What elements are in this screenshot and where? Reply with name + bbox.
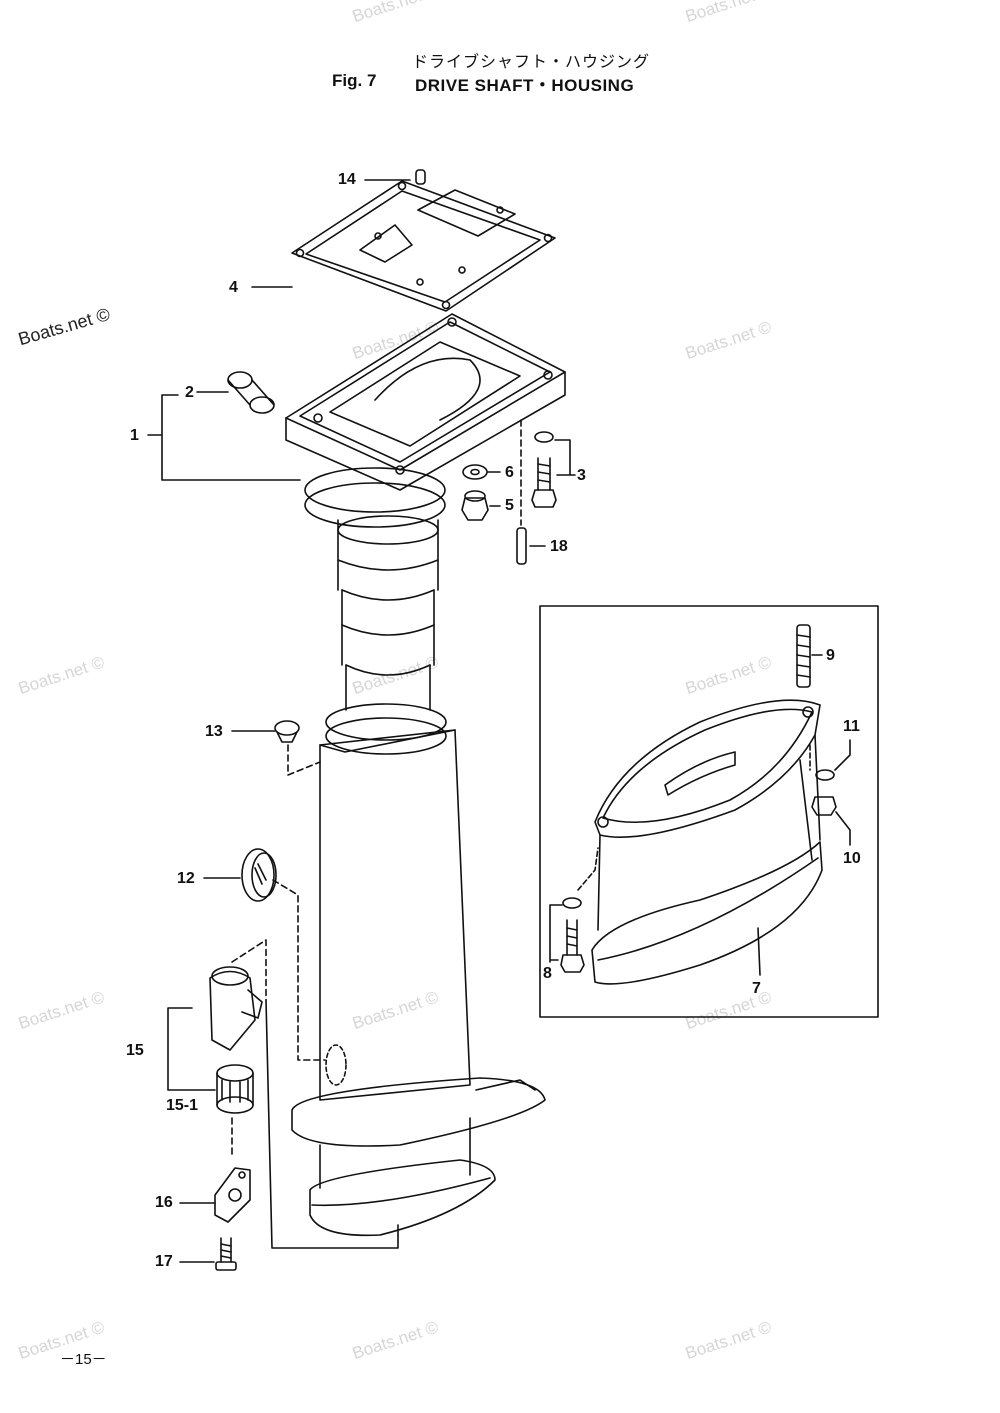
part-11-washer-drawing xyxy=(815,769,835,781)
callout-8: 8 xyxy=(543,965,552,982)
leader-10 xyxy=(835,811,851,846)
part-12-grommet-drawing xyxy=(241,848,277,902)
part-10-nut-drawing xyxy=(811,796,837,816)
callout-4: 4 xyxy=(229,279,238,296)
part-17-screw-drawing xyxy=(215,1237,237,1271)
inset-frame xyxy=(539,605,879,1018)
callout-14: 14 xyxy=(338,171,356,188)
part-6-washer-drawing xyxy=(462,464,488,480)
leader-3 xyxy=(554,439,576,476)
callout-13: 13 xyxy=(205,723,223,740)
figure-title-english: DRIVE SHAFT・HOUSING xyxy=(415,76,635,95)
page-number: －15－ xyxy=(60,1351,107,1368)
part-15-1-bushing-drawing xyxy=(216,1064,254,1114)
part-9-stud-drawing xyxy=(796,624,811,688)
callout-1: 1 xyxy=(130,427,139,444)
callout-15-1: 15-1 xyxy=(166,1097,199,1114)
part-2-collar-drawing xyxy=(227,371,275,414)
leader-8 xyxy=(549,904,563,963)
part-1-housing-drawing xyxy=(285,313,566,1237)
callout-17: 17 xyxy=(155,1253,173,1270)
part-13-grommet-drawing xyxy=(274,720,300,743)
callout-12: 12 xyxy=(177,870,195,887)
part-14-pin-drawing xyxy=(415,169,426,185)
callout-11: 11 xyxy=(843,718,860,735)
part-7-guide-plate-drawing xyxy=(591,699,823,985)
part-4-gasket-drawing xyxy=(291,180,556,312)
figure-number: Fig. 7 xyxy=(332,71,377,90)
callout-15: 15 xyxy=(126,1042,144,1059)
callout-9: 9 xyxy=(826,647,835,664)
callout-10: 10 xyxy=(843,850,861,867)
part-8-bolt-drawing xyxy=(560,897,585,973)
leader-11 xyxy=(834,739,851,771)
part-5-nut-drawing xyxy=(461,490,489,521)
part-16-clip-drawing xyxy=(214,1167,251,1223)
leader-1 xyxy=(147,394,301,481)
callout-16: 16 xyxy=(155,1194,173,1211)
callout-18: 18 xyxy=(550,538,568,555)
part-3-bolt-drawing xyxy=(531,431,557,508)
callout-7: 7 xyxy=(752,980,761,997)
callout-3: 3 xyxy=(577,467,586,484)
callout-2: 2 xyxy=(185,384,194,401)
assembly-bracket-line xyxy=(265,999,399,1249)
leader-15 xyxy=(167,1007,216,1091)
callout-5: 5 xyxy=(505,497,514,514)
callout-6: 6 xyxy=(505,464,514,481)
leader-7 xyxy=(757,927,761,976)
part-15-bracket-drawing xyxy=(209,966,263,1051)
part-18-pin-drawing xyxy=(516,527,527,565)
figure-title-japanese: ドライブシャフト・ハウジング xyxy=(412,52,651,71)
